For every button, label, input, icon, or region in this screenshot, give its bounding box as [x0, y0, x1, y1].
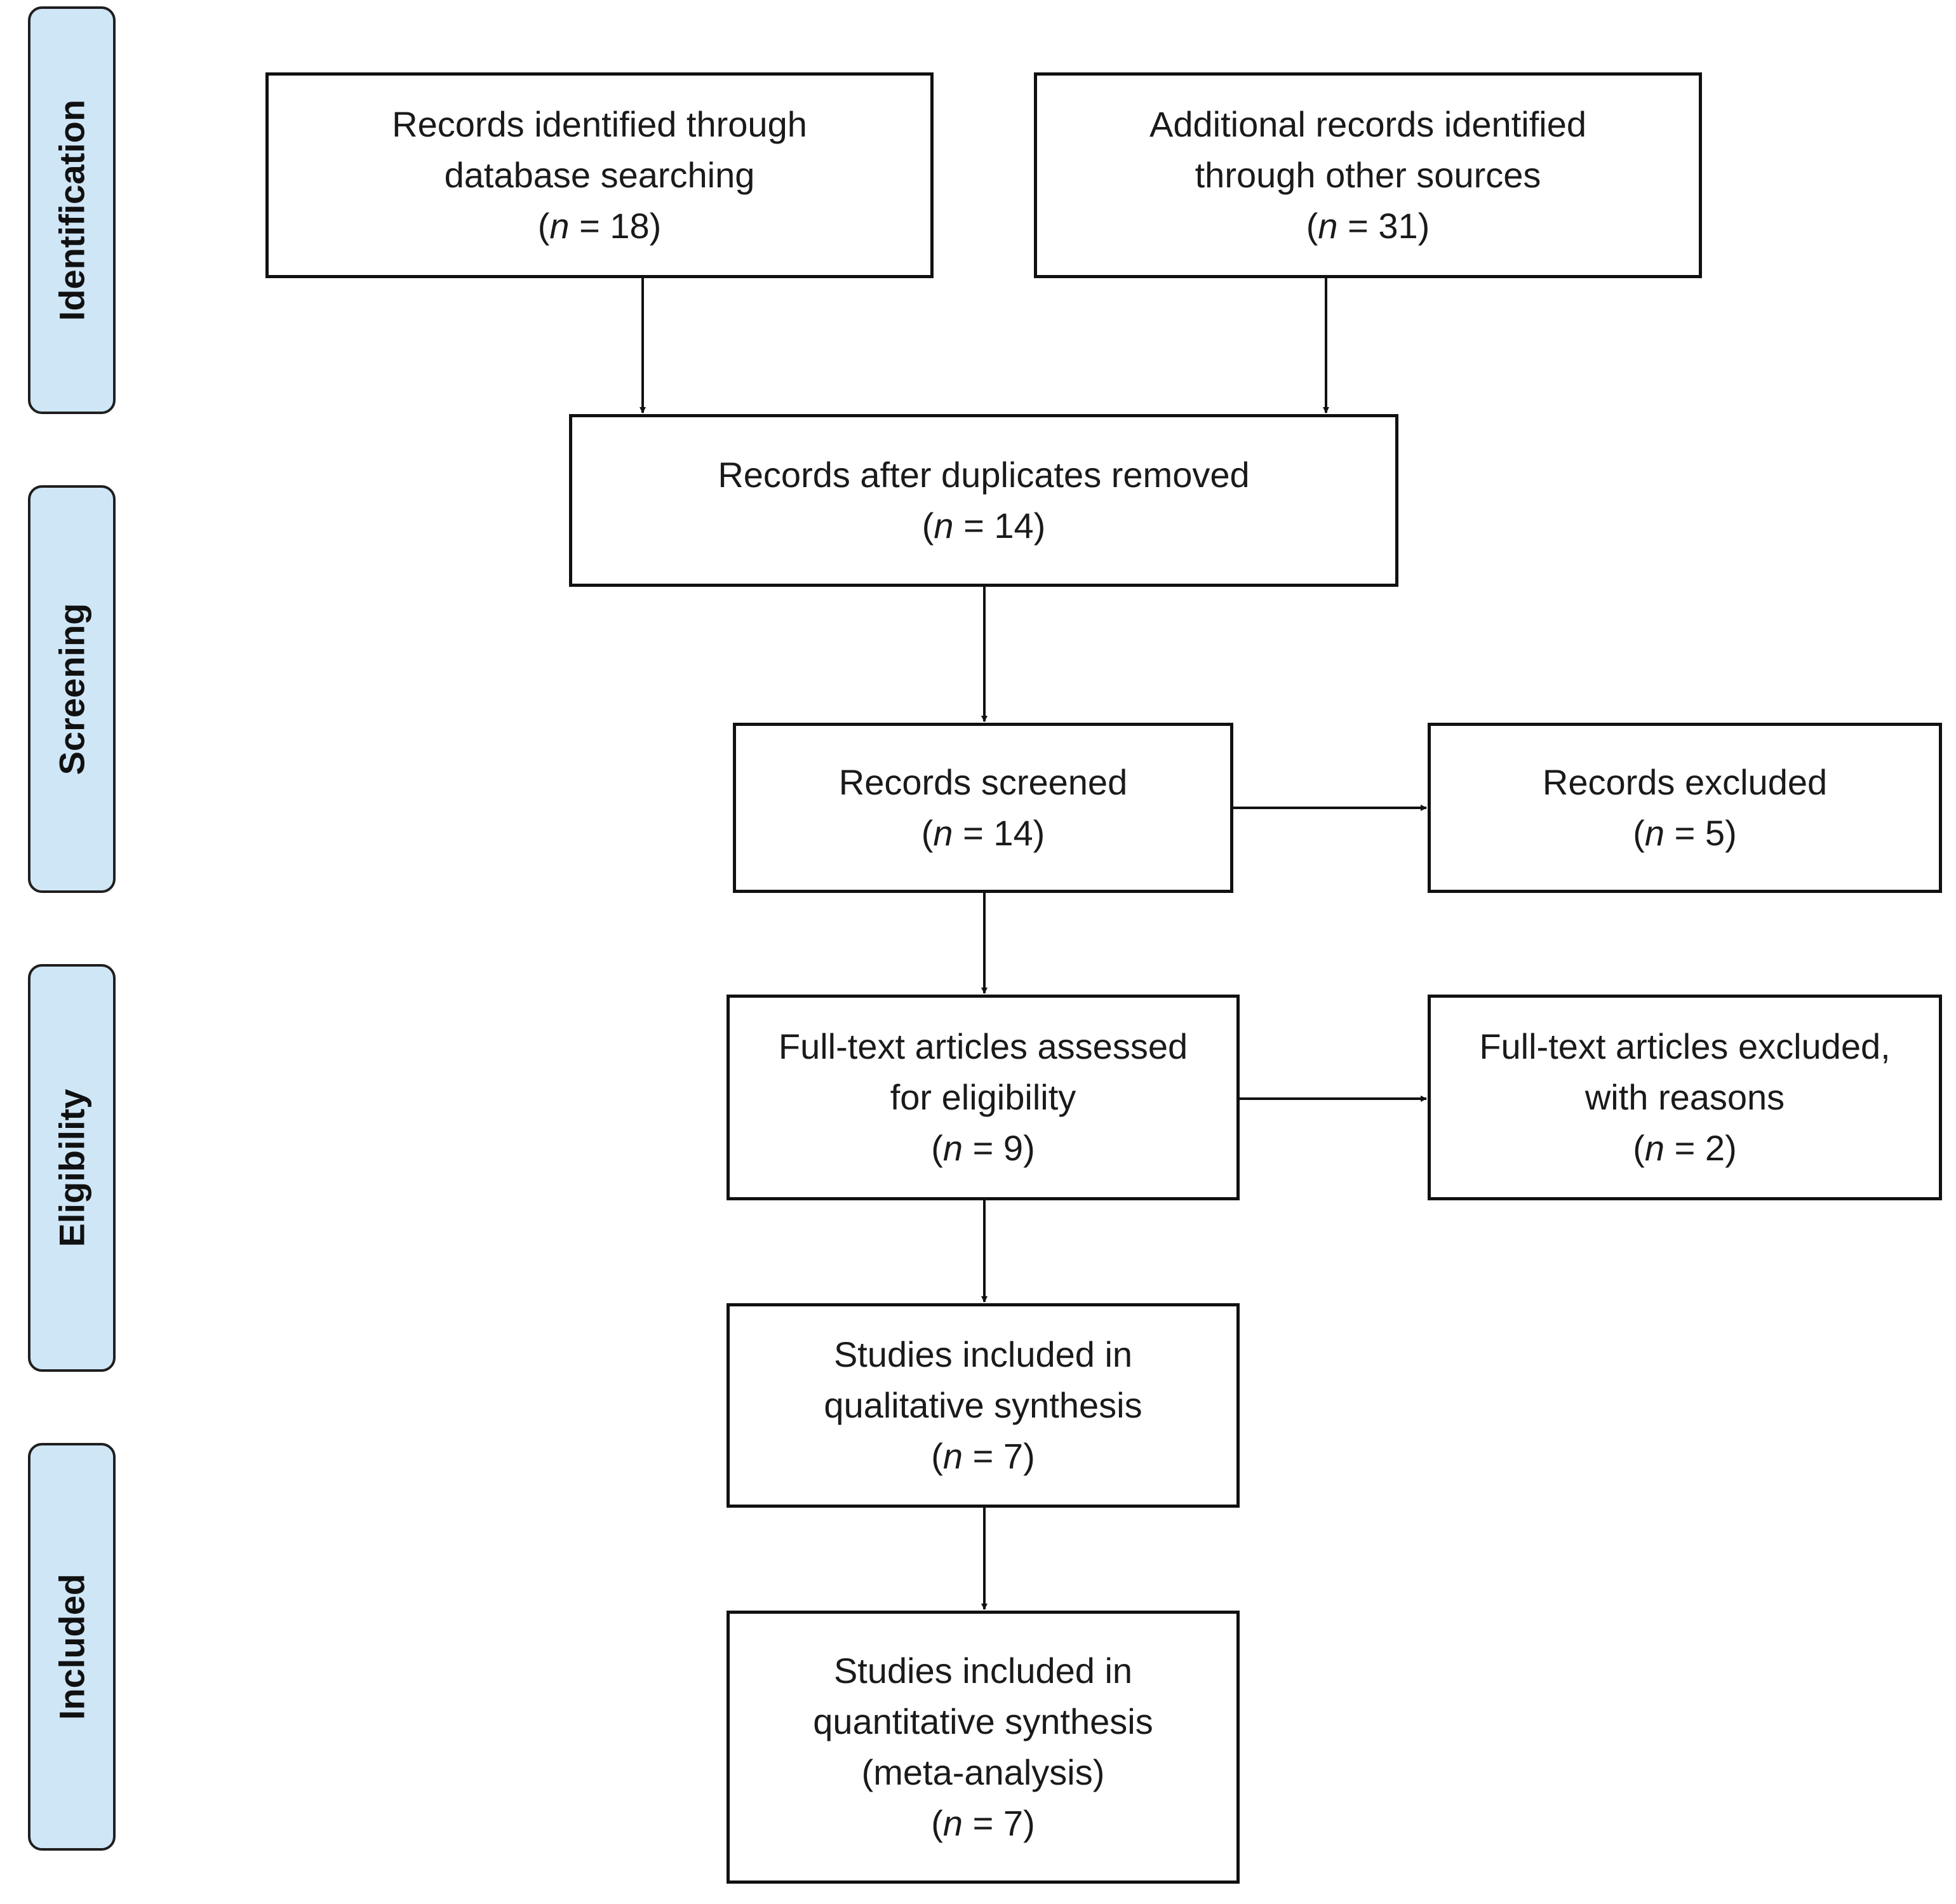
box-fulltext-excluded: Full-text articles excluded, with reason…	[1428, 995, 1942, 1200]
box-quantitative-line-2: quantitative synthesis	[813, 1701, 1153, 1741]
box-fulltext-excluded-line-2: with reasons	[1584, 1077, 1785, 1117]
box-other-sources-line-1: Additional records identified	[1149, 104, 1586, 144]
box-records-excluded: Records excluded (n = 5)	[1428, 723, 1942, 893]
box-fulltext-assessed-line-1: Full-text articles assessed	[778, 1026, 1188, 1066]
box-fulltext-assessed-count: (n = 9)	[931, 1128, 1035, 1168]
box-fulltext-assessed: Full-text articles assessed for eligibil…	[727, 995, 1240, 1200]
stage-eligibility: Eligibility	[28, 964, 116, 1372]
box-database-line-1: Records identified through	[392, 104, 807, 144]
box-other-sources-count: (n = 31)	[1306, 206, 1430, 246]
box-fulltext-assessed-line-2: for eligibility	[890, 1077, 1076, 1117]
box-other-sources: Additional records identified through ot…	[1034, 72, 1702, 278]
box-fulltext-excluded-count: (n = 2)	[1633, 1128, 1737, 1168]
stage-screening: Screening	[28, 485, 116, 893]
stage-identification: Identification	[28, 6, 116, 414]
box-excluded-line-1: Records excluded	[1542, 762, 1828, 802]
box-database-line-2: database searching	[444, 155, 755, 195]
box-qualitative-synthesis: Studies included in qualitative synthesi…	[727, 1303, 1240, 1508]
box-after-duplicates-line-1: Records after duplicates removed	[718, 455, 1250, 495]
box-screened-line-1: Records screened	[838, 762, 1128, 802]
box-screened-count: (n = 14)	[921, 813, 1045, 853]
box-after-duplicates: Records after duplicates removed (n = 14…	[569, 414, 1398, 587]
box-quantitative-line-3: (meta-analysis)	[861, 1752, 1105, 1792]
box-quantitative-line-1: Studies included in	[833, 1651, 1133, 1691]
box-fulltext-excluded-line-1: Full-text articles excluded,	[1479, 1026, 1891, 1066]
box-qualitative-count: (n = 7)	[931, 1436, 1035, 1476]
stage-included: Included	[28, 1443, 116, 1851]
box-other-sources-line-2: through other sources	[1195, 155, 1541, 195]
box-database-searching: Records identified through database sear…	[265, 72, 934, 278]
box-after-duplicates-count: (n = 14)	[921, 506, 1046, 546]
box-excluded-count: (n = 5)	[1633, 813, 1737, 853]
box-quantitative-synthesis: Studies included in quantitative synthes…	[727, 1611, 1240, 1884]
box-qualitative-line-1: Studies included in	[833, 1334, 1133, 1374]
box-qualitative-line-2: qualitative synthesis	[824, 1385, 1142, 1425]
box-quantitative-count: (n = 7)	[931, 1803, 1035, 1843]
box-database-count: (n = 18)	[537, 206, 662, 246]
box-records-screened: Records screened (n = 14)	[733, 723, 1233, 893]
